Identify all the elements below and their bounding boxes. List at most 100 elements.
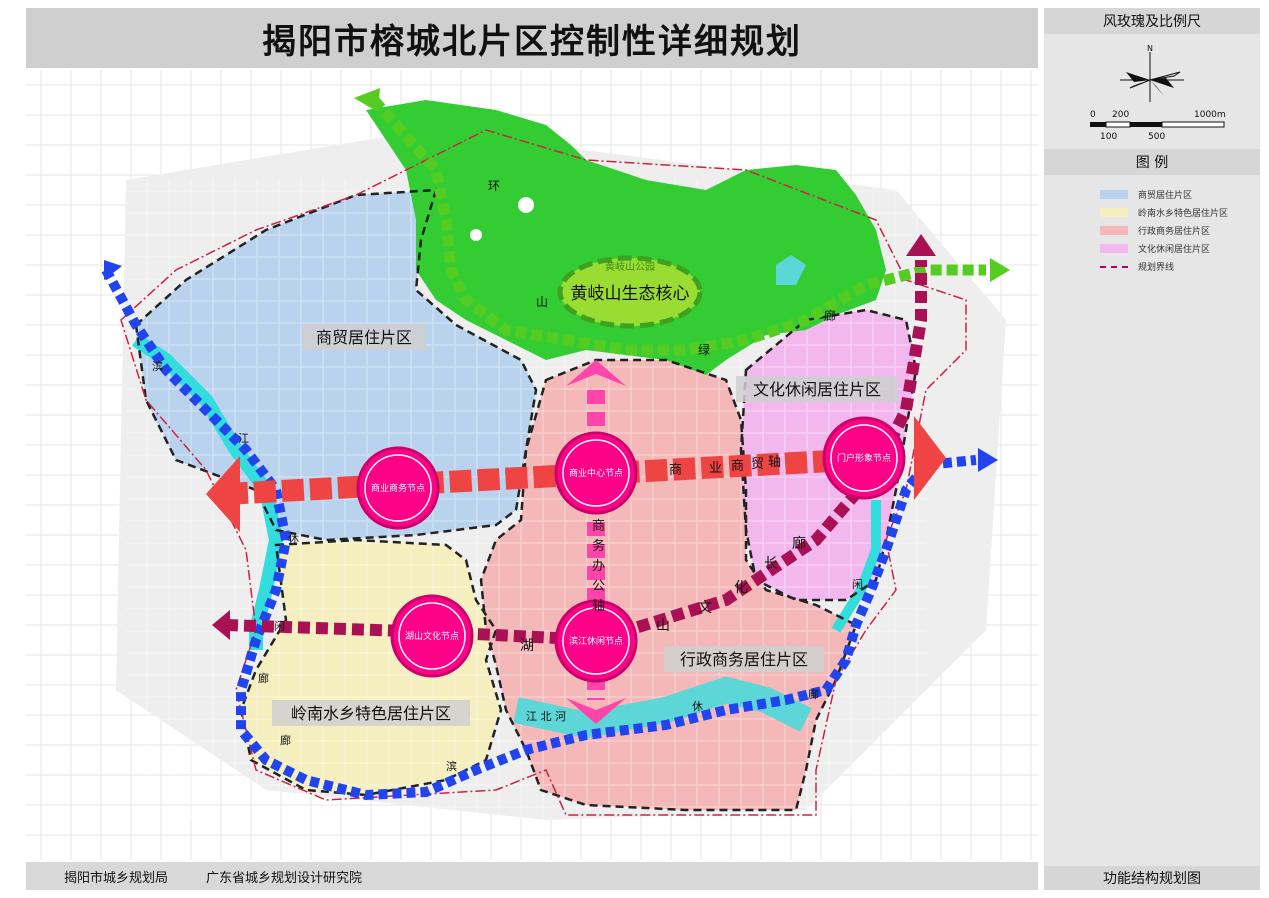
office-axis-char-4: 公 xyxy=(592,579,605,594)
commerce-axis-char-4: 贸 xyxy=(751,457,764,472)
river-south-char-2: 廊 xyxy=(258,671,269,685)
river-east-char-2: 闲 xyxy=(852,577,863,591)
blue-arrow-west xyxy=(104,260,122,280)
node-gateway[interactable]: 门户形象节点 xyxy=(822,416,906,500)
planning-boundary xyxy=(120,129,967,816)
commerce-axis-char-1: 商 xyxy=(669,463,682,478)
map-frame[interactable]: 黄岐山公园 黄岐山生态核心 xyxy=(26,70,1038,860)
pond-1 xyxy=(518,197,534,213)
river-west-char-3: 休 xyxy=(288,532,299,545)
legend-item-admin: 行政商务居住片区 xyxy=(1100,224,1210,237)
legend-label-trade: 商贸居住片区 xyxy=(1138,191,1193,201)
zone-admin-label: 行政商务居住片区 xyxy=(680,650,808,669)
zone-culture-label: 文化休闲居住片区 xyxy=(753,380,881,399)
legend-swatch-trade xyxy=(1100,190,1128,199)
scale-label-0: 0 xyxy=(1090,110,1096,120)
planning-map[interactable]: 黄岐山公园 黄岐山生态核心 xyxy=(26,70,1038,860)
culture-axis xyxy=(225,260,927,647)
footer-org-1: 揭阳市城乡规划局 xyxy=(64,870,169,886)
culture-axis-char-5: 长 xyxy=(764,556,778,572)
eco-core-ring[interactable] xyxy=(557,255,703,329)
node-riverside-label: 滨江休闲节点 xyxy=(569,635,623,647)
lingnan-edge-char-2: 滨 xyxy=(446,759,457,773)
commerce-axis xyxy=(225,447,887,505)
north-label: N xyxy=(1147,44,1153,53)
mountain-green-corridor xyxy=(369,96,986,356)
legend-item-boundary: 规划界线 xyxy=(1100,260,1174,273)
legend-label-culture: 文化休闲居住片区 xyxy=(1138,245,1211,255)
zone-culture-label-bg xyxy=(736,376,898,402)
pond-2 xyxy=(470,229,482,241)
zone-lingnan-label-bg xyxy=(272,700,470,726)
office-arrow-south xyxy=(566,698,626,724)
title-bar: 揭阳市榕城北片区控制性详细规划 xyxy=(26,8,1038,68)
node-commercial-center-label: 商业中心节点 xyxy=(569,467,623,479)
legend-item-culture: 文化休闲居住片区 xyxy=(1100,242,1210,255)
culture-axis-char-1: 湖 xyxy=(520,638,534,654)
commerce-axis-char-5: 轴 xyxy=(768,455,781,470)
zone-trade-label-bg xyxy=(302,324,426,350)
office-arrow-north xyxy=(566,360,626,386)
blue-riverside-corridor xyxy=(101,267,977,801)
node-business-label: 商业商务节点 xyxy=(371,482,425,494)
culture-axis-char-2: 山 xyxy=(656,618,670,634)
scale-label-200: 200 xyxy=(1112,110,1130,120)
node-culture[interactable]: 湖山文化节点 xyxy=(390,594,474,678)
node-riverside[interactable]: 滨江休闲节点 xyxy=(554,599,638,683)
river-east xyxy=(831,500,881,633)
river-west-char-1: 滨 xyxy=(152,359,163,373)
legend-swatch-admin xyxy=(1100,226,1128,235)
legend-heading: 图 例 xyxy=(1044,149,1260,175)
culture-axis-char-3: 文 xyxy=(698,600,712,616)
map-name-label: 功能结构规划图 xyxy=(1044,866,1260,890)
mountain-corridor-char-4: 廊 xyxy=(824,308,836,323)
legend-label-admin: 行政商务居住片区 xyxy=(1138,227,1211,237)
river-east-char-3: 廊 xyxy=(808,687,819,701)
mountain-corridor-char-2: 山 xyxy=(536,295,548,309)
commerce-arrow-west xyxy=(206,456,240,532)
legend-item-lingnan: 岭南水乡特色居住片区 xyxy=(1100,206,1228,219)
compass-heading: 风玫瑰及比例尺 xyxy=(1044,8,1260,34)
commerce-axis-char-2: 业 xyxy=(709,461,722,476)
office-axis-char-1: 商 xyxy=(592,519,605,534)
river-south-char-1: 闲 xyxy=(274,619,285,633)
node-gateway-label: 门户形象节点 xyxy=(837,452,891,464)
river-west-char-2: 江 xyxy=(238,432,249,445)
culture-axis-char-4: 化 xyxy=(734,580,748,596)
legend-label-boundary: 规划界线 xyxy=(1138,263,1175,273)
zone-trade-label: 商贸居住片区 xyxy=(316,328,412,347)
blue-arrow-east xyxy=(978,448,998,472)
footer-bar: 揭阳市城乡规划局 广东省城乡规划设计研究院 xyxy=(26,862,1038,890)
river-east-char-1: 休 xyxy=(692,700,703,713)
node-culture-label: 湖山文化节点 xyxy=(405,630,459,642)
green-mountain[interactable] xyxy=(366,100,886,375)
office-axis-char-5: 轴 xyxy=(592,599,605,614)
node-business[interactable]: 商业商务节点 xyxy=(356,446,440,530)
map-title: 揭阳市榕城北片区控制性详细规划 xyxy=(262,21,802,62)
eco-core-label: 黄岐山生态核心 xyxy=(571,284,690,304)
mountain-corridor-char-1: 环 xyxy=(488,179,500,193)
legend-item-trade: 商贸居住片区 xyxy=(1100,188,1192,201)
green-arrow-east xyxy=(990,258,1010,282)
lingnan-edge-char-1: 廊 xyxy=(280,733,291,747)
legend-label-lingnan: 岭南水乡特色居住片区 xyxy=(1138,209,1229,219)
scale-label-500: 500 xyxy=(1148,132,1166,142)
right-panel: 风玫瑰及比例尺 N 0 200 1000m 100 500 图 例 商贸居住片区… xyxy=(1044,8,1260,890)
culture-axis-char-6: 廊 xyxy=(792,535,806,552)
culture-arrow-north xyxy=(906,234,936,256)
pond-3 xyxy=(776,255,806,285)
zone-admin-label-bg xyxy=(664,646,824,672)
mountain-corridor-char-3: 绿 xyxy=(698,342,710,357)
zone-lingnan-label: 岭南水乡特色居住片区 xyxy=(291,704,451,723)
culture-arrow-west xyxy=(212,610,230,640)
eco-small-label: 黄岐山公园 xyxy=(605,260,655,273)
legend-swatch-boundary xyxy=(1100,265,1128,268)
office-axis-char-3: 办 xyxy=(592,559,605,574)
legend-swatch-lingnan xyxy=(1100,208,1128,217)
wind-rose-icon: N xyxy=(1120,44,1184,102)
footer-org-2: 广东省城乡规划设计研究院 xyxy=(206,870,363,886)
commerce-arrow-east xyxy=(914,416,946,500)
node-commercial-center[interactable]: 商业中心节点 xyxy=(554,431,638,515)
green-arrow-west xyxy=(354,88,380,112)
legend-swatch-culture xyxy=(1100,244,1128,253)
